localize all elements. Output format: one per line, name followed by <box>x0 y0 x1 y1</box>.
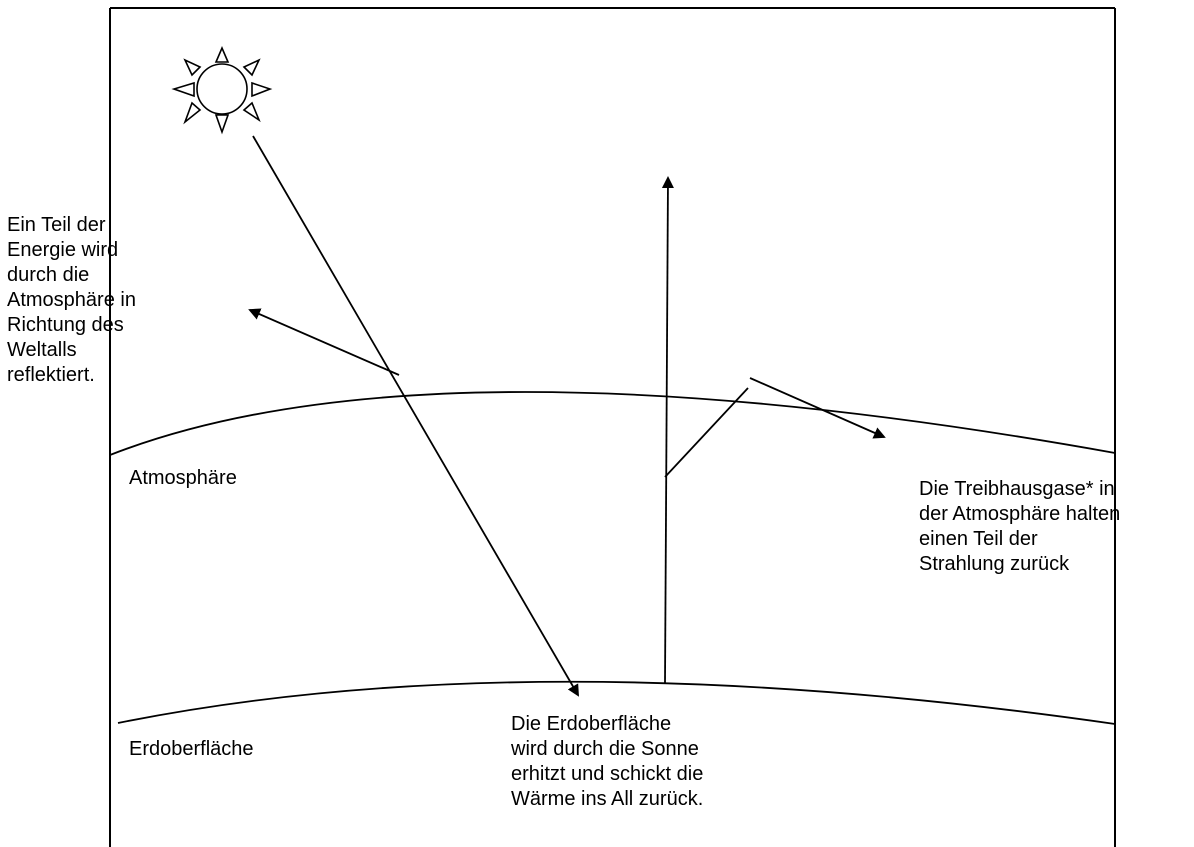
greenhouse-path-up <box>664 387 749 478</box>
atmosphere-label: Atmosphäre <box>129 467 237 489</box>
incoming-radiation-arrow <box>252 135 580 697</box>
diagram-frame <box>109 7 1116 847</box>
atmosphere-curve <box>109 391 1116 456</box>
heat-return-label: Die Erdoberfläche wird durch die Sonne e… <box>511 713 704 810</box>
returned-radiation-arrow-line <box>749 377 886 439</box>
sun-icon <box>171 45 273 135</box>
greenhouse-gases-label: Die Treibhausgase* in der Atmosphäre hal… <box>919 478 1121 575</box>
earth-surface-label: Erdoberfläche <box>129 738 254 760</box>
outgoing-heat-arrow <box>661 176 674 684</box>
earth-surface-curve <box>117 680 1116 725</box>
reflected-radiation-arrow <box>248 308 400 376</box>
reflected-energy-label: Ein Teil der Energie wird durch die Atmo… <box>7 214 136 386</box>
